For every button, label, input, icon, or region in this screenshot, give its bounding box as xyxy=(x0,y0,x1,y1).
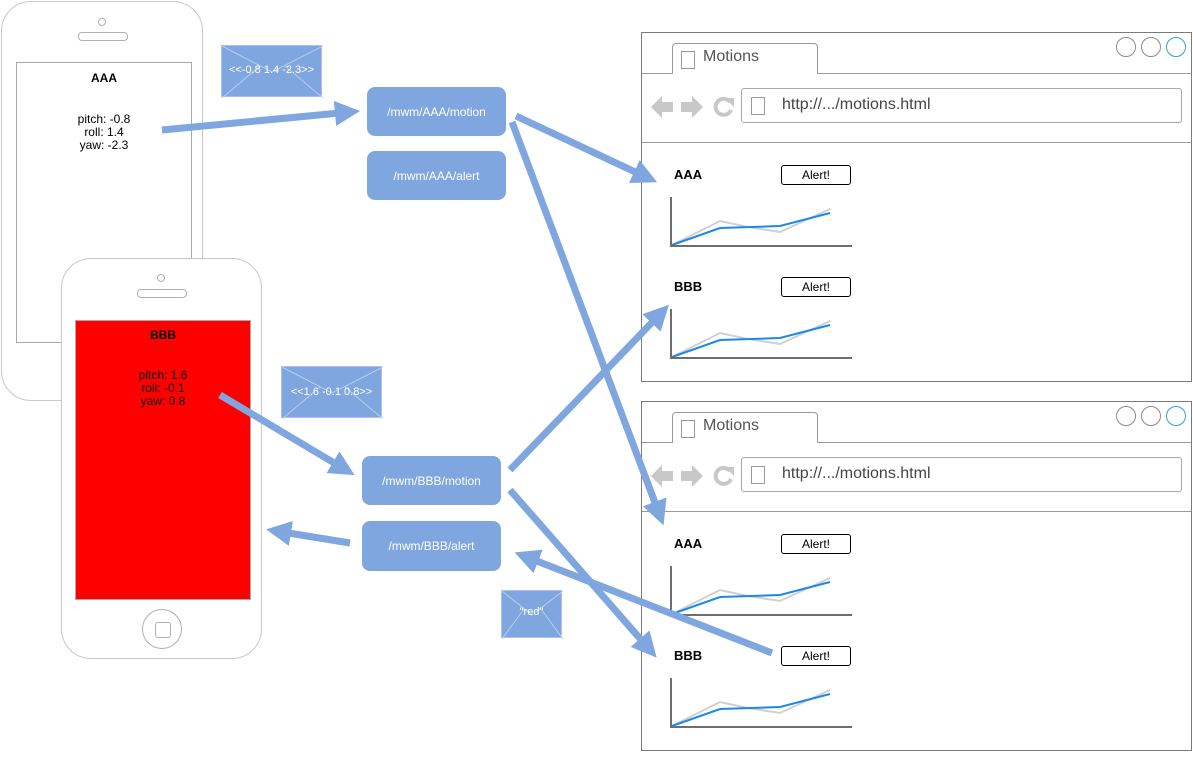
motion-chart-aaa xyxy=(670,197,852,247)
chart-axes xyxy=(670,678,852,728)
address-bar[interactable]: http://.../motions.html xyxy=(741,457,1182,492)
document-icon xyxy=(751,466,765,484)
home-button-icon[interactable] xyxy=(142,609,182,649)
window-minimize-button[interactable] xyxy=(1141,37,1161,57)
tab-motions[interactable]: Motions xyxy=(672,43,818,74)
panel-label-aaa: AAA xyxy=(674,167,703,182)
panel-label-bbb: BBB xyxy=(674,648,703,663)
reload-icon[interactable] xyxy=(712,465,734,487)
divider xyxy=(642,142,1191,143)
chart-series-line xyxy=(671,693,831,727)
speaker-icon xyxy=(78,32,128,41)
envelope-icon: <<-0.8 1.4 -2.3>> xyxy=(221,45,323,98)
chart-axes xyxy=(670,197,852,247)
endpoint-bbb-motion: /mwm/BBB/motion xyxy=(362,456,501,505)
phone-bbb: BBB pitch: 1.6 roll: -0.1 yaw: 0.8 xyxy=(61,258,262,659)
phone-screen-bbb: BBB pitch: 1.6 roll: -0.1 yaw: 0.8 xyxy=(75,320,251,600)
arrow-bbb-motion-to-browser1 xyxy=(507,304,669,473)
roll-value: roll: 1.4 xyxy=(84,125,124,139)
tab-title: Motions xyxy=(703,417,760,434)
back-arrow-icon[interactable] xyxy=(651,465,675,487)
chart-series-line xyxy=(671,212,831,246)
arrow-bbb-alert-to-phone xyxy=(266,520,351,547)
reload-icon[interactable] xyxy=(712,96,734,118)
motion-chart-bbb xyxy=(670,309,852,359)
window-maximize-button[interactable] xyxy=(1166,37,1186,57)
browser-window-1: Motions http://.../motions.html AAA Aler… xyxy=(641,32,1192,382)
envelope-icon: "red" xyxy=(501,590,563,639)
endpoint-bbb-alert: /mwm/BBB/alert xyxy=(362,521,501,571)
document-icon xyxy=(751,97,765,115)
alert-button-bbb[interactable]: Alert! xyxy=(781,277,851,297)
chart-axes xyxy=(670,309,852,359)
arrow-aaa-motion-to-browser1 xyxy=(514,112,658,183)
address-bar[interactable]: http://.../motions.html xyxy=(741,88,1182,123)
camera-icon xyxy=(98,18,106,26)
message-bbb-alert: "red" xyxy=(519,606,544,618)
arrow-alert-button-to-bbb-alert xyxy=(514,549,774,657)
alert-button-aaa[interactable]: Alert! xyxy=(781,165,851,185)
arrow-aaa-to-motion xyxy=(161,100,361,134)
speaker-icon xyxy=(137,289,187,298)
alert-button-bbb[interactable]: Alert! xyxy=(781,646,851,666)
yaw-value: yaw: -2.3 xyxy=(79,138,129,152)
url-text: http://.../motions.html xyxy=(782,96,931,113)
endpoint-aaa-alert: /mwm/AAA/alert xyxy=(367,151,506,200)
window-maximize-button[interactable] xyxy=(1166,406,1186,426)
divider xyxy=(642,73,672,74)
roll-value: roll: -0.1 xyxy=(141,381,185,395)
tab-motions[interactable]: Motions xyxy=(672,412,818,443)
motion-chart-bbb xyxy=(670,678,852,728)
message-aaa-motion: <<-0.8 1.4 -2.3>> xyxy=(228,64,314,76)
message-bbb-motion: <<1.6 -0.1 0.8>> xyxy=(290,386,373,398)
window-close-button[interactable] xyxy=(1116,37,1136,57)
document-icon xyxy=(681,51,695,69)
pitch-value: pitch: -0.8 xyxy=(77,112,131,126)
arrow-bbb-motion-to-browser2 xyxy=(507,487,657,658)
device-name: AAA xyxy=(91,71,117,85)
divider xyxy=(642,442,672,443)
device-name: BBB xyxy=(150,328,176,342)
divider xyxy=(818,73,1191,74)
envelope-icon: <<1.6 -0.1 0.8>> xyxy=(281,366,383,419)
divider xyxy=(642,511,1191,512)
back-arrow-icon[interactable] xyxy=(651,96,675,118)
chart-series-line xyxy=(671,581,831,615)
panel-label-aaa: AAA xyxy=(674,536,703,551)
chart-series-line xyxy=(671,324,831,358)
home-square xyxy=(155,622,171,638)
arrow-bbb-to-motion xyxy=(218,391,355,476)
browser-window-2: Motions http://.../motions.html AAA Aler… xyxy=(641,401,1192,751)
url-text: http://.../motions.html xyxy=(782,465,931,482)
document-icon xyxy=(681,420,695,438)
yaw-value: yaw: 0.8 xyxy=(140,394,186,408)
endpoint-aaa-motion: /mwm/AAA/motion xyxy=(367,87,506,136)
window-close-button[interactable] xyxy=(1116,406,1136,426)
window-minimize-button[interactable] xyxy=(1141,406,1161,426)
alert-button-aaa[interactable]: Alert! xyxy=(781,534,851,554)
camera-icon xyxy=(157,274,165,282)
panel-label-bbb: BBB xyxy=(674,279,703,294)
divider xyxy=(818,442,1191,443)
arrow-aaa-motion-to-browser2 xyxy=(508,120,667,526)
pitch-value: pitch: 1.6 xyxy=(138,368,188,382)
forward-arrow-icon[interactable] xyxy=(681,96,705,118)
tab-title: Motions xyxy=(703,48,760,65)
forward-arrow-icon[interactable] xyxy=(681,465,705,487)
phone-screen-aaa: AAA pitch: -0.8 roll: 1.4 yaw: -2.3 xyxy=(16,62,192,343)
